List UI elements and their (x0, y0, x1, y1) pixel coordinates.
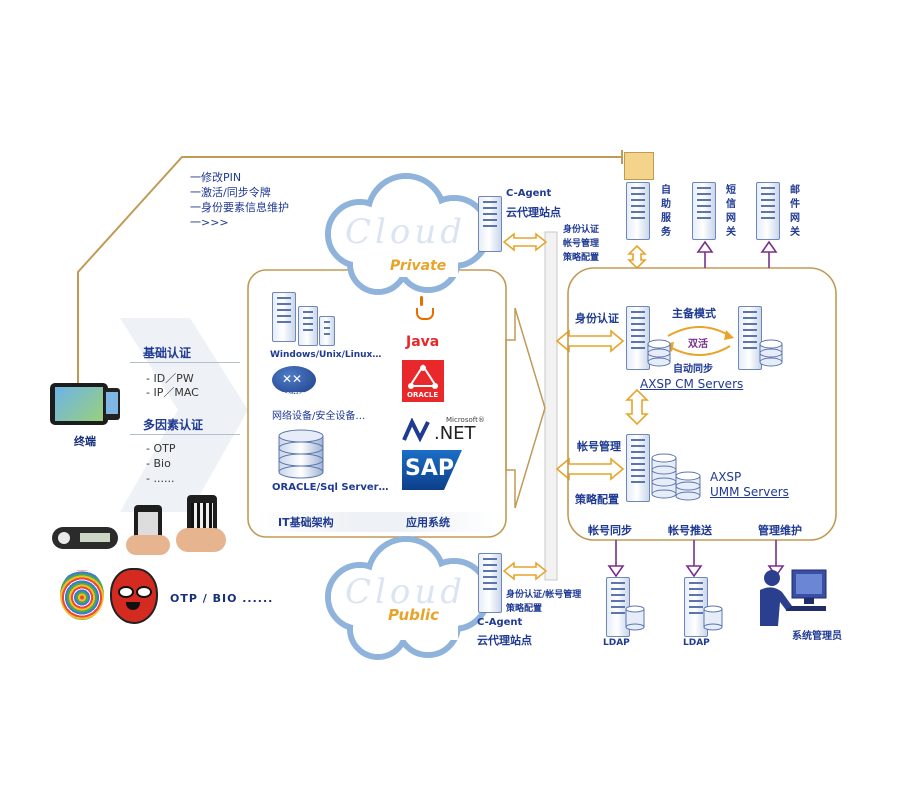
opera-mask-icon (110, 568, 158, 624)
ldap-label: LDAP (603, 638, 630, 648)
private-cloud-watermark: Cloud (345, 212, 467, 252)
umm-line2: UMM Servers (710, 485, 789, 499)
self-service-server-icon (626, 182, 650, 240)
c-agent-bottom-name: C-Agent (477, 617, 523, 628)
sms-gateway-label: 短信网关 (726, 185, 736, 238)
phone-icon (104, 388, 120, 420)
ldap-db-icon (703, 605, 723, 631)
c-agent-bottom-function: 策略配置 (506, 604, 543, 614)
c-agent-top-desc: 云代理站点 (506, 206, 561, 219)
oracle-logo: ORACLE (402, 360, 444, 402)
c-agent-bottom-desc: 云代理站点 (477, 634, 532, 647)
cm-db-standby-icon (759, 339, 783, 367)
c-agent-top-function: 身份认证 (563, 225, 600, 235)
public-cloud-watermark: Cloud (345, 572, 467, 612)
private-cloud (325, 173, 491, 295)
java-label: Java (406, 334, 440, 350)
auth-label: 身份认证 (575, 312, 619, 325)
database-icon (278, 429, 324, 479)
unix-server-icon (272, 292, 296, 342)
menu-item: 一修改PIN (190, 171, 242, 184)
account-push-label: 帐号推送 (668, 524, 712, 537)
sap-text: SAP (405, 456, 454, 481)
self-service-menu: 一修改PIN 一激活/同步令牌 一身份要素信息维护 一>>> (190, 170, 289, 230)
dotnet-text: .NET (434, 423, 476, 444)
administrator-label: 系统管理员 (792, 631, 842, 642)
dotnet-small: Microsoft® (446, 416, 485, 424)
terminal-label: 终端 (74, 435, 96, 448)
cm-servers-label: AXSP CM Servers (640, 377, 744, 391)
auto-sync-label: 自动同步 (673, 364, 713, 375)
usb-token-icon (52, 527, 118, 549)
database-label: ORACLE/Sql Server… (272, 482, 389, 493)
network-label: 网络设备/安全设备… (272, 411, 366, 422)
menu-item: 一>>> (190, 216, 229, 229)
admin-maint-label: 管理维护 (758, 524, 802, 537)
sms-gateway-server-icon (692, 182, 716, 240)
linux-server-icon (319, 316, 335, 346)
c-agent-server-bottom (478, 553, 502, 613)
basic-auth-item: - IP／MAC (146, 386, 199, 399)
public-cloud (325, 536, 491, 660)
menu-item: 一身份要素信息维护 (190, 201, 289, 214)
mfa-item: - Bio (146, 457, 171, 470)
mfa-title: 多因素认证 (143, 418, 204, 432)
mail-gateway-server-icon (756, 182, 780, 240)
oracle-text: ORACLE (407, 391, 439, 399)
tablet-icon (50, 383, 108, 425)
windows-server-icon (298, 306, 318, 346)
otp-bio-label: OTP / BIO ...... (170, 592, 274, 605)
c-agent-server-top (478, 196, 502, 252)
it-infra-footer: IT基础架构 (278, 516, 334, 529)
mail-gateway-label: 邮件网关 (790, 185, 800, 238)
basic-auth-title: 基础认证 (143, 346, 192, 360)
router-icon: ✕ ✕ (272, 366, 316, 394)
umm-line1: AXSP (710, 470, 742, 484)
c-agent-top-function: 策略配置 (563, 253, 600, 263)
umm-server-icon (626, 434, 650, 502)
router-text: ROUTER (282, 392, 305, 398)
mode-label: 主备模式 (672, 307, 716, 320)
umm-db-icon (675, 471, 701, 501)
account-sync-label: 帐号同步 (588, 524, 632, 537)
c-agent-top-name: C-Agent (506, 188, 552, 199)
sap-logo: SAP (402, 450, 462, 490)
cm-db-primary-icon (647, 339, 671, 367)
dotnet-logo: Microsoft® .NET (402, 416, 494, 444)
basic-auth-item: - ID／PW (146, 372, 194, 385)
c-agent-bottom-function: 身份认证/帐号管理 (506, 590, 582, 600)
ldap-label: LDAP (683, 638, 710, 648)
mfa-item: - ...... (146, 472, 175, 485)
menu-item: 一激活/同步令牌 (190, 186, 271, 199)
servers-label: Windows/Unix/Linux… (270, 350, 382, 360)
fingerprint-icon (60, 570, 104, 620)
public-cloud-label: Public (388, 606, 440, 624)
ldap-db-icon (625, 605, 645, 631)
token-square-icon (624, 152, 654, 180)
private-cloud-label: Private (390, 258, 447, 274)
policy-label: 策略配置 (575, 493, 619, 506)
c-agent-top-function: 帐号管理 (563, 239, 600, 249)
cm-server-standby-icon (738, 306, 762, 370)
self-service-label: 自助服务 (661, 185, 671, 238)
administrator-icon (760, 569, 827, 626)
account-mgmt-label: 帐号管理 (577, 440, 621, 453)
mfa-item: - OTP (146, 442, 176, 455)
apps-footer: 应用系统 (406, 516, 450, 529)
java-logo-icon (412, 296, 434, 326)
cm-server-primary-icon (626, 306, 650, 370)
dual-active-label: 双活 (688, 339, 708, 350)
